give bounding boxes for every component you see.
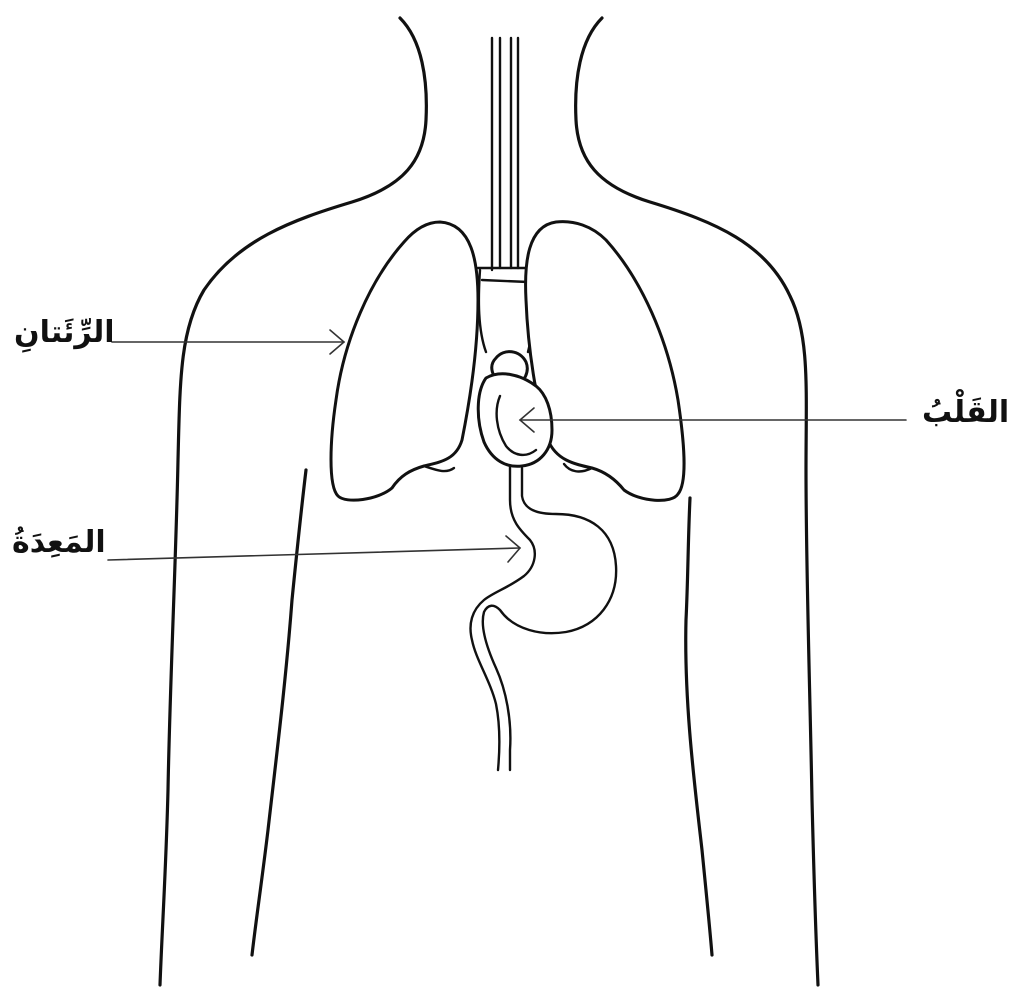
lungs-pointer: [112, 330, 344, 354]
right-lung: [526, 222, 685, 501]
stomach-pointer: [108, 536, 520, 562]
left-lung: [331, 222, 478, 500]
trachea: [478, 38, 533, 352]
stomach: [471, 466, 617, 770]
stomach-label: المَعِدَةُ: [12, 528, 106, 558]
lungs-label: الرِّئَتانِ: [14, 318, 115, 348]
body-outline: [160, 18, 818, 985]
heart-label: القَلْبُ: [922, 398, 1009, 428]
